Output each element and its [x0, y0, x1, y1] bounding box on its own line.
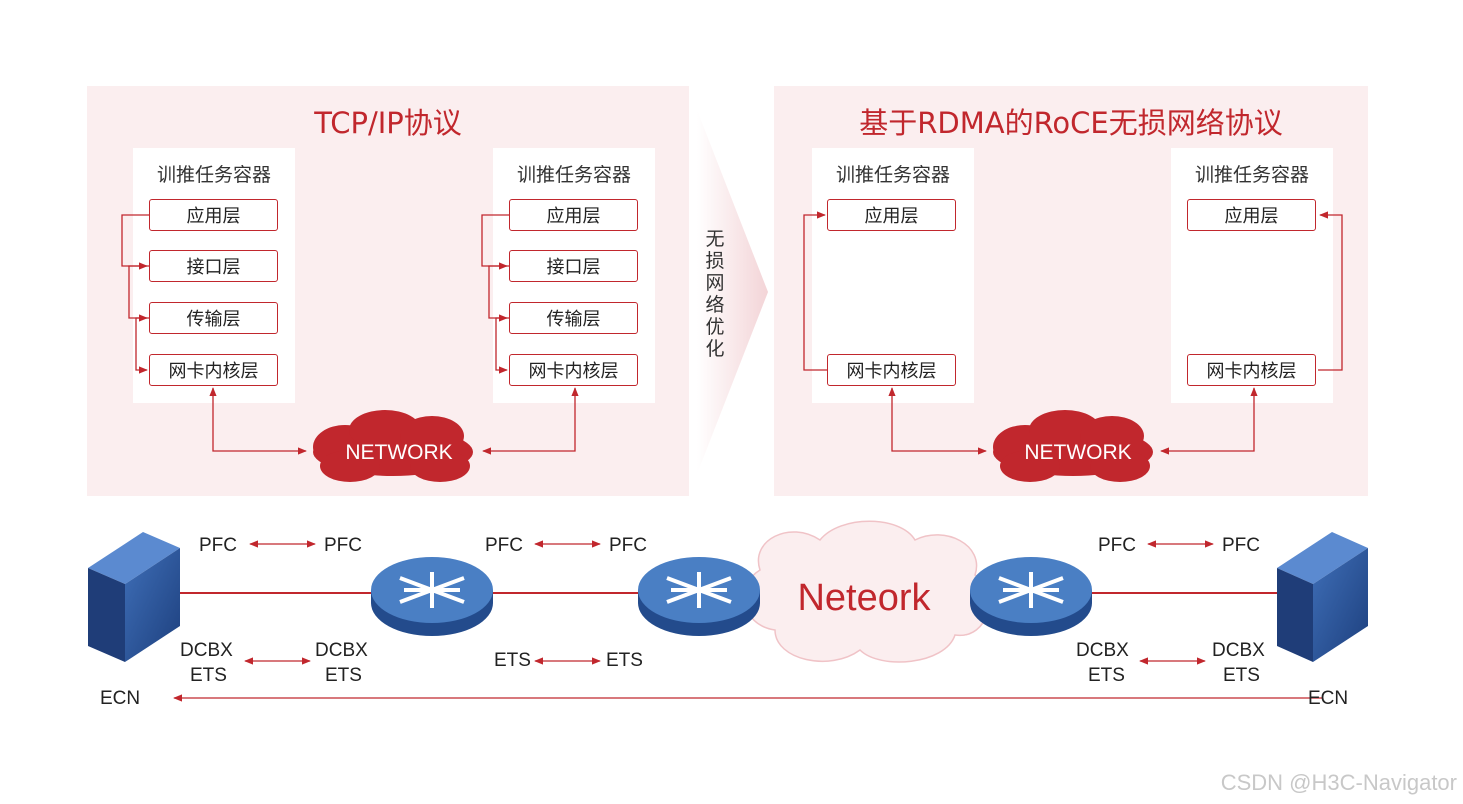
tcpip-title: TCP/IP协议 — [314, 106, 462, 140]
network-cloud-right — [993, 410, 1153, 482]
layer-transport: 传输层 — [509, 302, 638, 334]
switch-3 — [970, 557, 1092, 636]
network-label-right: NETWORK — [1024, 441, 1131, 464]
layer-interface: 接口层 — [149, 250, 278, 282]
roce-title: 基于RDMA的RoCE无损网络协议 — [859, 106, 1283, 140]
network-label-left: NETWORK — [345, 441, 452, 464]
switch-2 — [638, 557, 760, 636]
ets-label: ETS — [325, 665, 362, 686]
layer-nic-kernel: 网卡内核层 — [149, 354, 278, 386]
watermark: CSDN @H3C-Navigator — [1220, 770, 1457, 795]
optimization-label: 无损网络优化 — [705, 228, 725, 360]
container-title: 训推任务容器 — [156, 164, 271, 186]
pfc-label: PFC — [1222, 535, 1260, 556]
ets-label: ETS — [1088, 665, 1125, 686]
container-title: 训推任务容器 — [516, 164, 631, 186]
ecn-label: ECN — [1308, 688, 1349, 709]
optimization-chevron — [697, 110, 768, 474]
layer-interface: 接口层 — [509, 250, 638, 282]
pfc-label: PFC — [324, 535, 362, 556]
layer-nic-kernel: 网卡内核层 — [1187, 354, 1316, 386]
container-title: 训推任务容器 — [835, 164, 950, 186]
switch-1 — [371, 557, 493, 636]
layer-application: 应用层 — [509, 199, 638, 231]
ets-label: ETS — [494, 650, 531, 671]
server-right — [1277, 532, 1368, 662]
dcbx-label: DCBX — [1076, 640, 1129, 661]
dcbx-label: DCBX — [1212, 640, 1265, 661]
layer-application: 应用层 — [827, 199, 956, 231]
dcbx-label: DCBX — [180, 640, 233, 661]
container-title: 训推任务容器 — [1194, 164, 1309, 186]
pfc-label: PFC — [609, 535, 647, 556]
layer-transport: 传输层 — [149, 302, 278, 334]
dcbx-label: DCBX — [315, 640, 368, 661]
network-cloud-left — [313, 410, 473, 482]
layer-nic-kernel: 网卡内核层 — [827, 354, 956, 386]
layer-application: 应用层 — [149, 199, 278, 231]
pfc-label: PFC — [1098, 535, 1136, 556]
ecn-label: ECN — [100, 688, 141, 709]
neteork-label: Neteork — [797, 577, 931, 619]
ets-label: ETS — [606, 650, 643, 671]
pfc-label: PFC — [485, 535, 523, 556]
server-left — [88, 532, 180, 662]
pfc-label: PFC — [199, 535, 237, 556]
ets-label: ETS — [1223, 665, 1260, 686]
protocol-arrows — [173, 540, 1322, 702]
stack-arrows-left — [121, 211, 1343, 374]
layer-nic-kernel: 网卡内核层 — [509, 354, 638, 386]
layer-application: 应用层 — [1187, 199, 1316, 231]
ets-label: ETS — [190, 665, 227, 686]
network-links — [209, 387, 1258, 455]
